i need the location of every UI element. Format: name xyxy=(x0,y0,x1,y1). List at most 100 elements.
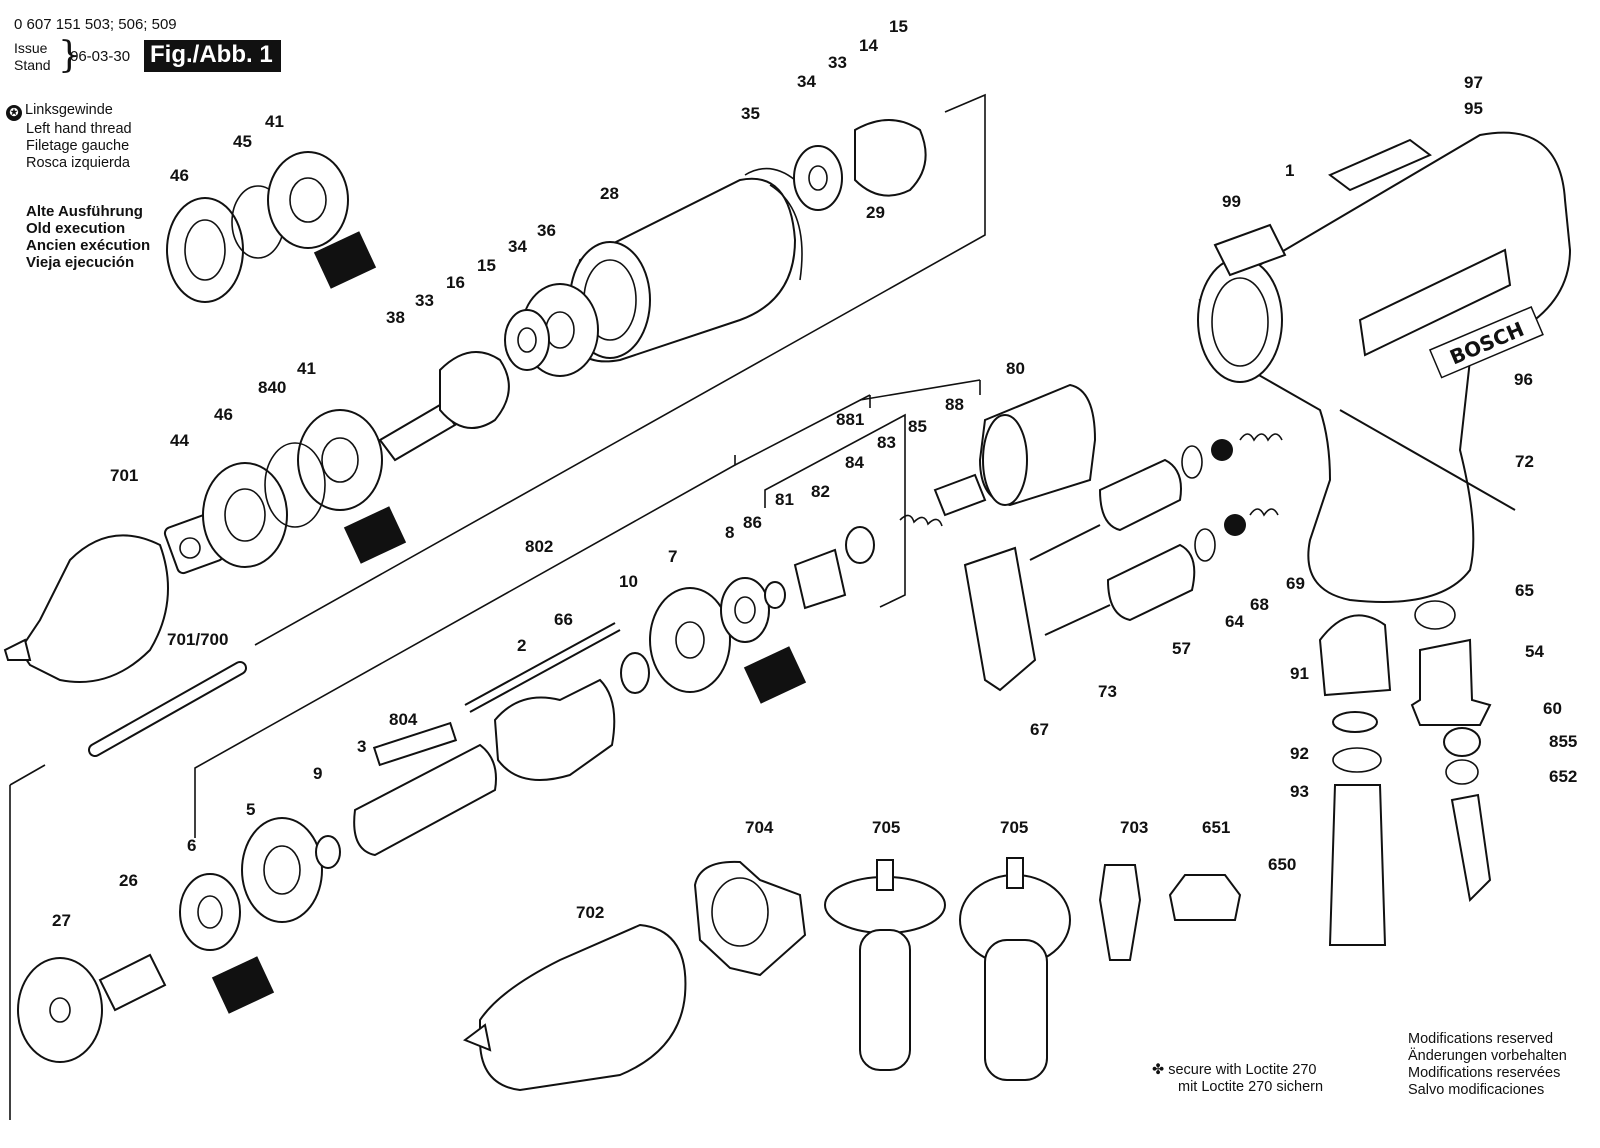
part-label: 855 xyxy=(1549,732,1577,751)
part-label: 701 xyxy=(110,466,138,485)
part-label: 705 xyxy=(1000,818,1028,837)
part-label: 45 xyxy=(233,132,252,151)
part-label: 10 xyxy=(619,572,638,591)
part-label: 34 xyxy=(508,237,527,256)
part-label: 46 xyxy=(214,405,233,424)
part-label: 97 xyxy=(1464,73,1483,92)
mods-de: Änderungen vorbehalten xyxy=(1408,1048,1567,1064)
part-label: 99 xyxy=(1222,192,1241,211)
part-label: 26 xyxy=(119,871,138,890)
loctite-de: mit Loctite 270 sichern xyxy=(1178,1079,1324,1095)
mods-en: Modifications reserved xyxy=(1408,1031,1554,1047)
part-label: 5 xyxy=(246,800,255,819)
part-label: 93 xyxy=(1290,782,1309,801)
legend-es: Rosca izquierda xyxy=(26,155,130,171)
part-label: 85 xyxy=(908,417,927,436)
part-label: 704 xyxy=(745,818,774,837)
part-label: 652 xyxy=(1549,767,1577,786)
old-execution-legend: Alte Ausführung Old execution Ancien exé… xyxy=(26,203,150,271)
mods-es: Salvo modificaciones xyxy=(1408,1082,1545,1098)
legend-en: Left hand thread xyxy=(26,121,132,137)
part-label: 35 xyxy=(741,104,760,123)
part-label: 41 xyxy=(265,112,284,131)
assembly-frame xyxy=(9,93,986,1120)
legend-fr: Filetage gauche xyxy=(26,138,130,154)
part-label: 703 xyxy=(1120,818,1148,837)
part-label: 67 xyxy=(1030,720,1049,739)
part-label: 86 xyxy=(743,513,762,532)
part-label: 60 xyxy=(1543,699,1562,718)
part-label: 8 xyxy=(725,523,734,542)
club-icon: ✤ xyxy=(1152,1062,1169,1078)
part-label: 15 xyxy=(477,256,496,275)
part-label: 33 xyxy=(828,53,847,72)
part-label: 65 xyxy=(1515,581,1534,600)
part-label: 88 xyxy=(945,395,964,414)
part-label: 92 xyxy=(1290,744,1309,763)
part-label: 701/700 xyxy=(167,630,228,649)
part-label: 80 xyxy=(1006,359,1025,378)
part-label: 1 xyxy=(1285,161,1294,180)
part-label: 38 xyxy=(386,308,405,327)
part-label: 650 xyxy=(1268,855,1296,874)
part-label: 3 xyxy=(357,737,366,756)
part-label: 27 xyxy=(52,911,71,930)
issue-label: Issue xyxy=(14,40,48,56)
part-label: 705 xyxy=(872,818,900,837)
part-label: 840 xyxy=(258,378,286,397)
stand-label: Stand xyxy=(14,57,51,73)
part-label: 57 xyxy=(1172,639,1191,658)
part-label: 81 xyxy=(775,490,794,509)
old-de: Alte Ausführung xyxy=(26,203,143,220)
mods-fr: Modifications reservées xyxy=(1408,1065,1561,1081)
part-label: 36 xyxy=(537,221,556,240)
part-label: 15 xyxy=(889,17,908,36)
part-numbers: 0 607 151 503; 506; 509 xyxy=(14,16,177,33)
figure-title: Fig./Abb. 1 xyxy=(144,40,281,72)
modifications-note: Modifications reserved Änderungen vorbeh… xyxy=(1408,1031,1567,1099)
part-label: 54 xyxy=(1525,642,1544,661)
part-label: 64 xyxy=(1225,612,1244,631)
part-label: 33 xyxy=(415,291,434,310)
issue-date: 06-03-30 xyxy=(70,48,131,65)
part-labels: 15 14 33 34 35 29 28 36 34 15 16 33 38 4… xyxy=(52,17,1577,930)
part-label: 16 xyxy=(446,273,465,292)
part-label: 46 xyxy=(170,166,189,185)
part-shapes xyxy=(3,119,1516,1092)
part-label: 69 xyxy=(1286,574,1305,593)
part-label: 804 xyxy=(389,710,418,729)
part-label: 66 xyxy=(554,610,573,629)
part-label: 72 xyxy=(1515,452,1534,471)
brace-glyph: } xyxy=(58,35,81,76)
loctite-en: secure with Loctite 270 xyxy=(1168,1062,1317,1078)
old-fr: Ancien exécution xyxy=(26,237,151,254)
part-label: 651 xyxy=(1202,818,1230,837)
star-icon: ✪ xyxy=(6,105,22,121)
part-label: 6 xyxy=(187,836,196,855)
part-label: 2 xyxy=(517,636,526,655)
part-label: 68 xyxy=(1250,595,1269,614)
part-label: 14 xyxy=(859,36,878,55)
old-es: Vieja ejecución xyxy=(26,254,135,271)
part-label: 9 xyxy=(313,764,322,783)
part-label: 29 xyxy=(866,203,885,222)
part-label: 44 xyxy=(170,431,189,450)
part-label: 95 xyxy=(1464,99,1483,118)
part-label: 83 xyxy=(877,433,896,452)
part-label: 73 xyxy=(1098,682,1117,701)
part-label: 7 xyxy=(668,547,677,566)
part-label: 34 xyxy=(797,72,816,91)
left-hand-thread-legend: ✪Linksgewinde Left hand thread Filetage … xyxy=(6,102,132,172)
part-label: 702 xyxy=(576,903,604,922)
loctite-note: ✤ secure with Loctite 270 mit Loctite 27… xyxy=(1152,1062,1323,1096)
old-en: Old execution xyxy=(26,220,126,237)
part-label: 41 xyxy=(297,359,316,378)
part-label: 84 xyxy=(845,453,864,472)
part-label: 91 xyxy=(1290,664,1309,683)
part-label: 96 xyxy=(1514,370,1533,389)
issue-stand-labels: Issue Stand xyxy=(14,40,51,74)
part-label: 802 xyxy=(525,537,553,556)
legend-de: Linksgewinde xyxy=(25,102,113,118)
part-label: 82 xyxy=(811,482,830,501)
